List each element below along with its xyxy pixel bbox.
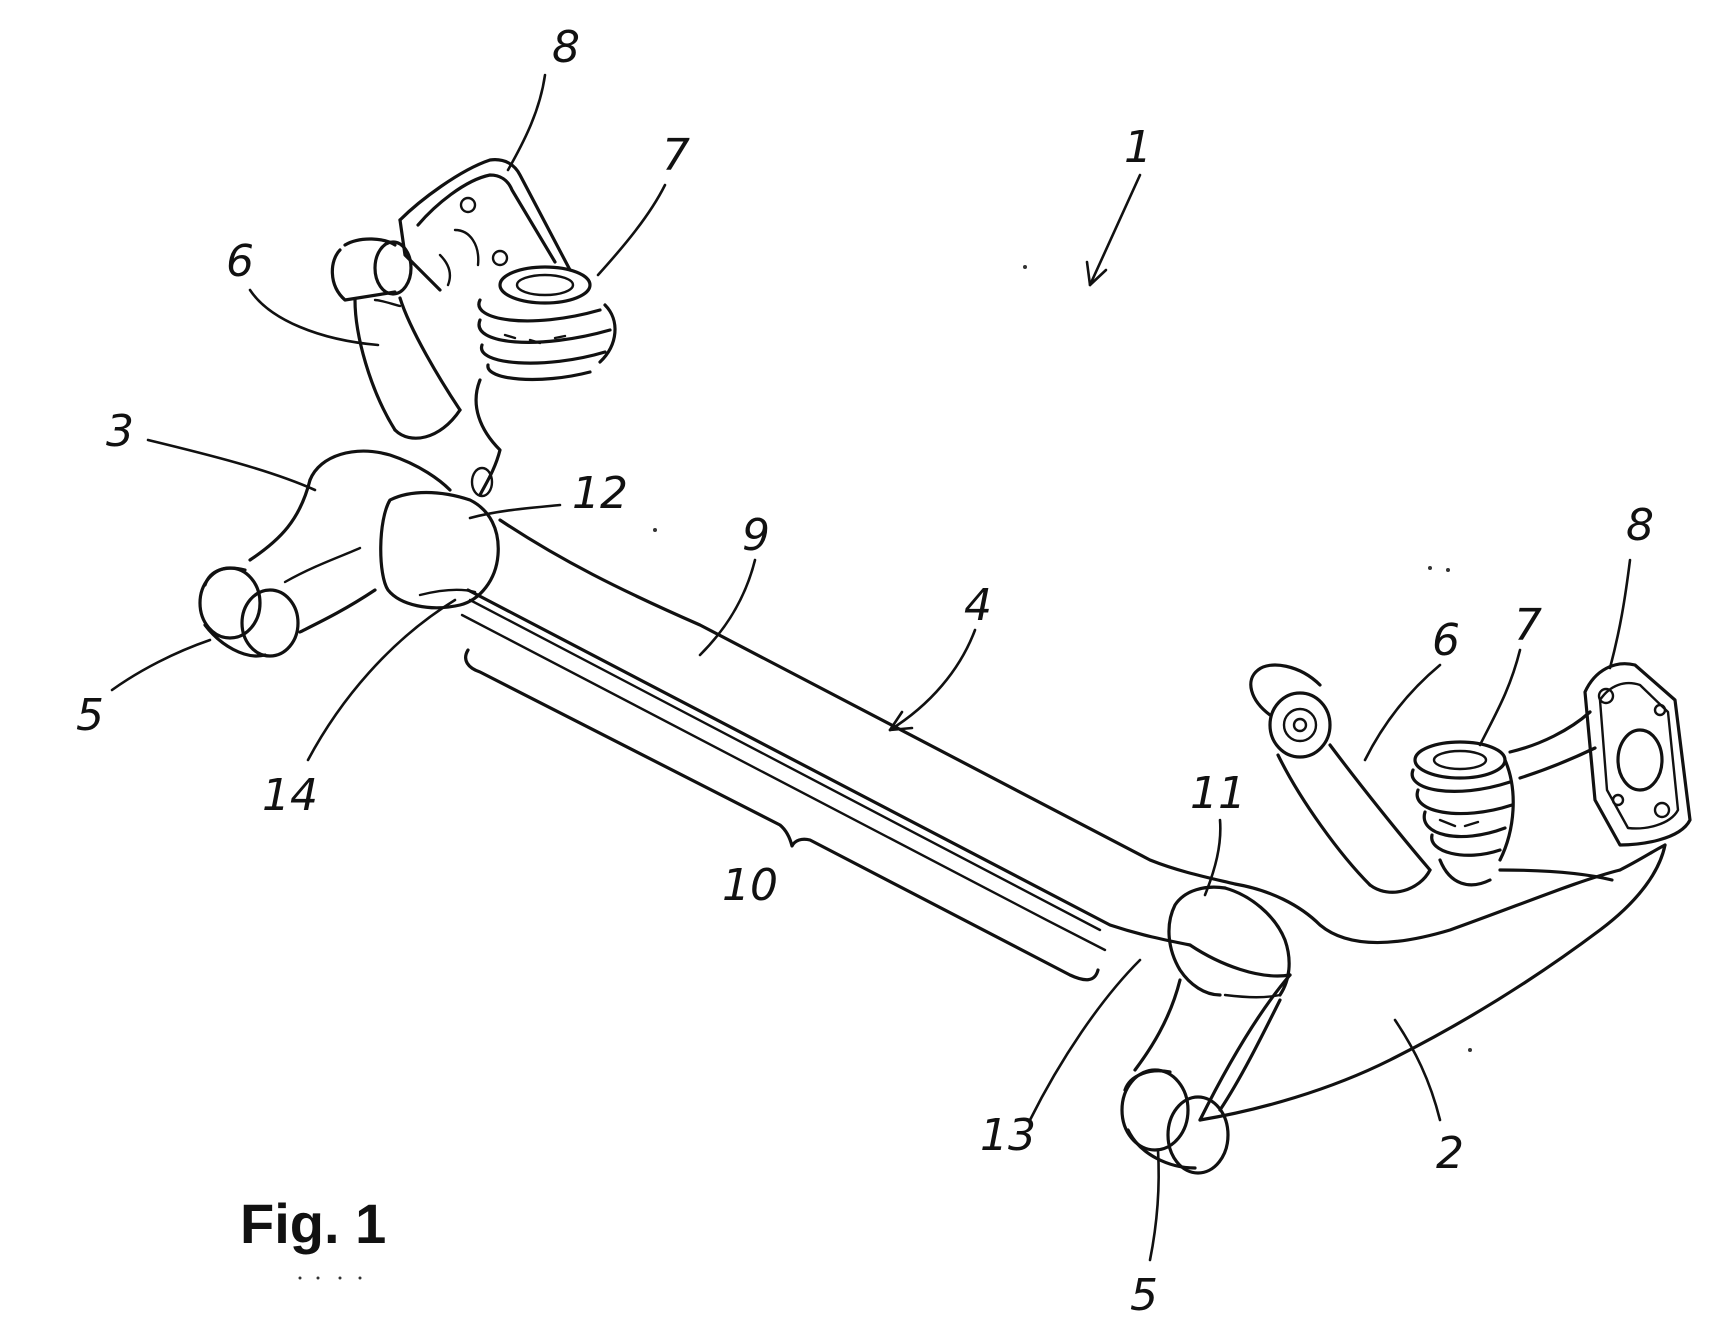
label-10: 10 [722,860,778,911]
label-14: 14 [262,770,318,821]
spring-left [472,267,615,496]
spring-right [1412,742,1612,885]
label-9: 9 [742,510,770,561]
label-13: 13 [980,1110,1036,1161]
label-12: 12 [572,468,628,519]
right-trailing-arm [1122,845,1665,1173]
label-2: 2 [1436,1128,1464,1179]
label-6-left: 6 [226,236,254,287]
damper-right [1251,665,1430,892]
reference-labels: 1 8 7 6 3 12 9 4 5 14 10 11 6 7 8 13 2 5 [76,22,1654,1321]
brace-10 [466,650,1098,980]
label-7-left: 7 [662,130,690,181]
cross-member [462,520,1235,950]
label-5-left: 5 [76,690,104,741]
label-4: 4 [964,580,992,631]
label-6-right: 6 [1432,615,1460,666]
label-8-right: 8 [1626,500,1654,551]
label-1: 1 [1124,122,1152,173]
bracket-left [400,160,570,290]
label-3: 3 [106,406,134,457]
label-7-right: 7 [1514,600,1542,651]
label-11: 11 [1190,768,1246,819]
damper-left [332,239,460,438]
bracket-right [1510,664,1690,845]
leader-lines [112,75,1630,1260]
figure-caption: Fig. 1 [240,1192,386,1255]
label-8-left: 8 [552,22,580,73]
left-trailing-arm [200,451,498,656]
scan-dots [299,265,1473,1280]
label-5-right: 5 [1130,1270,1158,1321]
